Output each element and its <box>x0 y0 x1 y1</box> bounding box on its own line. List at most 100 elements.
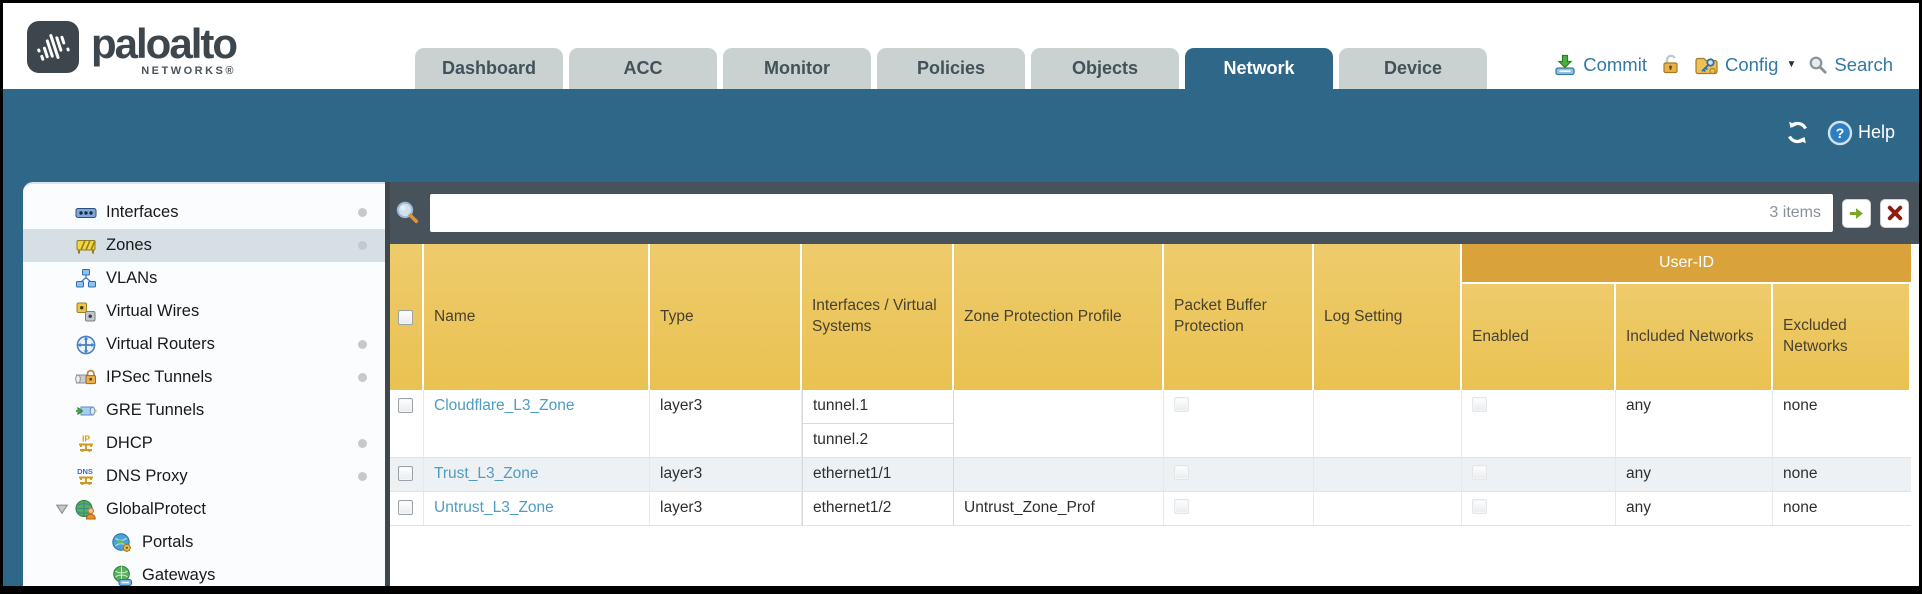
tab-monitor[interactable]: Monitor <box>723 48 871 89</box>
column-label: Included Networks <box>1626 327 1754 345</box>
packet-buffer-checkbox <box>1174 499 1189 514</box>
row-select-cell <box>390 492 424 525</box>
sidebar-item-label: Portals <box>142 533 194 551</box>
ipsec-tunnels-icon <box>75 367 97 389</box>
packet-buffer-protection-cell <box>1164 458 1314 491</box>
zones-icon <box>75 235 97 257</box>
tab-device[interactable]: Device <box>1339 48 1487 89</box>
col-header-enabled[interactable]: Enabled <box>1462 284 1616 390</box>
sidebar-item-label: Zones <box>106 236 152 254</box>
log-setting-cell <box>1314 458 1462 491</box>
packet-buffer-checkbox <box>1174 465 1189 480</box>
sidebar-item-label: VLANs <box>106 269 158 287</box>
col-header-interfaces[interactable]: Interfaces / Virtual Systems <box>802 244 954 390</box>
tab-acc[interactable]: ACC <box>569 48 717 89</box>
apply-filter-button[interactable] <box>1842 198 1871 228</box>
paloalto-logo-icon <box>27 21 79 73</box>
search-label: Search <box>1834 53 1893 75</box>
row-checkbox[interactable] <box>398 500 413 515</box>
zone-name-link[interactable]: Untrust_L3_Zone <box>434 499 554 516</box>
brand-wordmark: paloalto <box>91 20 238 67</box>
zone-name-link[interactable]: Cloudflare_L3_Zone <box>434 397 575 414</box>
col-header-name[interactable]: Name <box>424 244 650 390</box>
sidebar-item-label: GlobalProtect <box>106 500 206 518</box>
refresh-icon[interactable] <box>1784 119 1811 146</box>
tab-policies[interactable]: Policies <box>877 48 1025 89</box>
portals-icon <box>111 532 133 554</box>
sidebar-item-vlans[interactable]: VLANs <box>23 262 385 295</box>
col-header-type[interactable]: Type <box>650 244 802 390</box>
table-filter-bar: 3 items <box>390 182 1919 244</box>
interface-value: ethernet1/2 <box>813 499 892 516</box>
green-arrow-icon <box>1849 207 1863 219</box>
row-select-cell <box>390 458 424 491</box>
commit-icon <box>1553 53 1577 77</box>
status-dot <box>358 241 367 250</box>
dns-proxy-icon: DNS <box>75 466 97 488</box>
filter-input[interactable] <box>430 194 1770 232</box>
column-label: Interfaces / Virtual Systems <box>812 297 937 335</box>
zone-protection-profile-cell: Untrust_Zone_Prof <box>954 492 1164 525</box>
tab-dashboard[interactable]: Dashboard <box>415 48 563 89</box>
top-actions: Commit Config <box>1553 52 1893 77</box>
select-all-checkbox[interactable] <box>398 309 413 325</box>
status-dot <box>358 472 367 481</box>
user-id-enabled-cell <box>1462 458 1616 491</box>
col-header-packet-buffer-protection[interactable]: Packet Buffer Protection <box>1164 244 1314 390</box>
column-label: Excluded Networks <box>1783 317 1848 355</box>
sidebar-item-gateways[interactable]: Gateways <box>23 559 385 586</box>
sidebar-item-virtual-wires[interactable]: Virtual Wires <box>23 295 385 328</box>
column-label: Enabled <box>1472 327 1529 345</box>
tab-objects[interactable]: Objects <box>1031 48 1179 89</box>
global-search-button[interactable]: Search <box>1808 54 1893 76</box>
sidebar-item-zones[interactable]: Zones <box>23 229 385 262</box>
sidebar-item-gre-tunnels[interactable]: GRE Tunnels <box>23 394 385 427</box>
sidebar-item-label: GRE Tunnels <box>106 401 205 419</box>
sidebar-item-label: Virtual Routers <box>106 335 215 353</box>
svg-text:?: ? <box>1836 125 1845 141</box>
col-header-log-setting[interactable]: Log Setting <box>1314 244 1462 390</box>
help-button[interactable]: ? Help <box>1827 120 1895 146</box>
row-checkbox[interactable] <box>398 466 413 481</box>
sidebar-item-interfaces[interactable]: Interfaces <box>23 196 385 229</box>
log-setting-cell <box>1314 390 1462 457</box>
sub-header-band: ? Help <box>3 89 1919 182</box>
gateways-icon <box>111 565 133 587</box>
expander-triangle-icon[interactable] <box>55 502 69 516</box>
sidebar-divider <box>385 182 390 586</box>
lock-icon[interactable] <box>1659 53 1682 76</box>
band-actions: ? Help <box>1784 119 1895 146</box>
column-label: Zone Protection Profile <box>964 307 1122 325</box>
sidebar-item-label: IPSec Tunnels <box>106 368 213 386</box>
zone-name-cell: Untrust_L3_Zone <box>424 492 650 525</box>
items-count: 3 items <box>1769 204 1821 221</box>
zone-name-link[interactable]: Trust_L3_Zone <box>434 465 539 482</box>
sidebar-item-portals[interactable]: Portals <box>23 526 385 559</box>
packet-buffer-protection-cell <box>1164 492 1314 525</box>
zone-protection-profile-cell <box>954 390 1164 457</box>
config-icon <box>1694 52 1719 77</box>
commit-button[interactable]: Commit <box>1553 53 1647 77</box>
sidebar-item-globalprotect[interactable]: GlobalProtect <box>23 493 385 526</box>
zone-name-cell: Cloudflare_L3_Zone <box>424 390 650 457</box>
sidebar-item-virtual-routers[interactable]: Virtual Routers <box>23 328 385 361</box>
tab-network[interactable]: Network <box>1185 48 1333 89</box>
config-menu-button[interactable]: Config ▼ <box>1694 52 1796 77</box>
select-all-header-cell[interactable] <box>390 244 424 390</box>
sidebar-item-ipsec-tunnels[interactable]: IPSec Tunnels <box>23 361 385 394</box>
col-header-excluded-networks[interactable]: Excluded Networks <box>1773 284 1911 390</box>
help-icon: ? <box>1827 120 1853 146</box>
row-checkbox[interactable] <box>398 398 413 413</box>
clear-filter-button[interactable] <box>1880 198 1909 228</box>
col-header-zone-protection-profile[interactable]: Zone Protection Profile <box>954 244 1164 390</box>
interfaces-cell: ethernet1/2 <box>802 492 954 525</box>
included-networks-cell: any <box>1616 492 1773 525</box>
col-header-included-networks[interactable]: Included Networks <box>1616 284 1773 390</box>
